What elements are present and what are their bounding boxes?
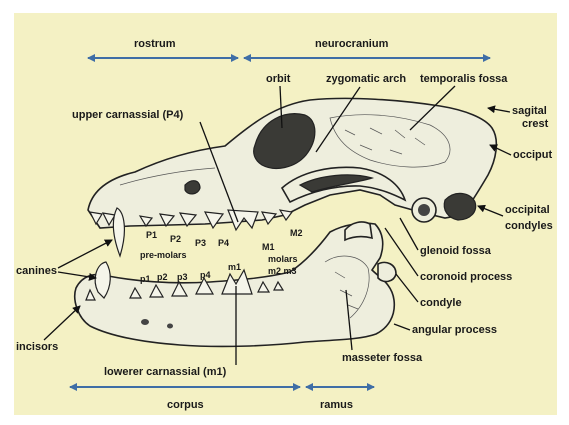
upper-carnassial-label: upper carnassial (P4) bbox=[72, 109, 184, 121]
neurocranium-label: neurocranium bbox=[315, 38, 389, 50]
masseter-fossa-label: masseter fossa bbox=[342, 352, 423, 364]
tooth-label-m1: m1 bbox=[228, 262, 241, 272]
tooth-label-p4: p4 bbox=[200, 270, 211, 280]
tooth-label-P4: P4 bbox=[218, 238, 229, 248]
tooth-label-M2: M2 bbox=[290, 228, 303, 238]
ramus-label: ramus bbox=[320, 399, 353, 411]
sagital-crest-label-line1: sagital bbox=[512, 105, 547, 117]
zygomatic-arch-label: zygomatic arch bbox=[326, 73, 406, 85]
tooth-label-p3: p3 bbox=[177, 272, 188, 282]
sagital-crest-label-line2: crest bbox=[522, 118, 549, 130]
tooth-label-P3: P3 bbox=[195, 238, 206, 248]
incisors-label: incisors bbox=[16, 341, 58, 353]
lower-carnassial-label: lowerer carnassial (m1) bbox=[104, 366, 227, 378]
coronoid-process-label: coronoid process bbox=[420, 271, 512, 283]
corpus-label: corpus bbox=[167, 399, 204, 411]
tooth-label-p1: p1 bbox=[140, 274, 151, 284]
condyle-label: condyle bbox=[420, 297, 462, 309]
occipital-condyles-shape bbox=[444, 193, 475, 220]
tooth-label-p2: p2 bbox=[157, 272, 168, 282]
canines-label: canines bbox=[16, 265, 57, 277]
lower-molars-label: m2 m3 bbox=[268, 266, 297, 276]
orbit-label: orbit bbox=[266, 73, 291, 85]
occiput-label: occiput bbox=[513, 149, 552, 161]
occipital-condyles-label-line1: occipital bbox=[505, 204, 550, 216]
molars-label: molars bbox=[268, 254, 298, 264]
temporalis-fossa-label: temporalis fossa bbox=[420, 73, 508, 85]
angular-process-label: angular process bbox=[412, 324, 497, 336]
tooth-label-P2: P2 bbox=[170, 234, 181, 244]
tooth-label-M1: M1 bbox=[262, 242, 275, 252]
rostrum-label: rostrum bbox=[134, 38, 176, 50]
occipital-condyles-label-line2: condyles bbox=[505, 220, 553, 232]
glenoid-fossa-label: glenoid fossa bbox=[420, 245, 492, 257]
premolars-label: pre-molars bbox=[140, 250, 187, 260]
tooth-label-P1: P1 bbox=[146, 230, 157, 240]
